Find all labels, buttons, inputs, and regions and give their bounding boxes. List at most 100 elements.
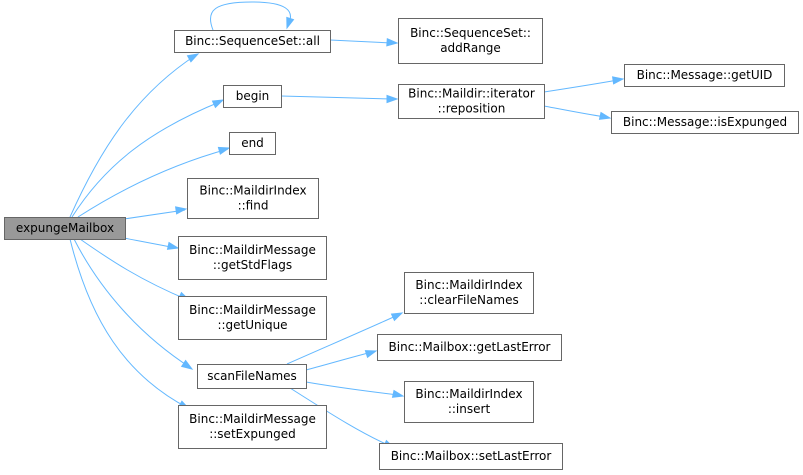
node-label: ::clearFileNames [419,293,518,307]
node-iter-reposition[interactable]: Binc::Maildir::iterator::reposition [398,84,545,119]
node-label: scanFileNames [207,369,297,383]
node-mb-getLastError[interactable]: Binc::Mailbox::getLastError [377,334,562,361]
node-label: ::setExpunged [209,427,296,441]
edge-line [280,95,393,100]
arrowhead-icon [180,359,194,370]
node-msg-isExpunged[interactable]: Binc::Message::isExpunged [611,111,799,134]
node-box [398,84,545,119]
node-label: Binc::SequenceSet:: [410,26,531,40]
arrowhead-icon [391,389,405,398]
node-box [611,111,799,134]
edge-scanFileNames-to-mb_getLastError [305,350,378,371]
arrowhead-icon [217,146,231,155]
node-mm-getStdFlags[interactable]: Binc::MaildirMessage::getStdFlags [178,236,327,280]
edge-line [77,148,229,218]
node-box [223,85,282,108]
node-mb-setLastError[interactable]: Binc::Mailbox::setLastError [379,443,563,470]
node-mm-getUnique[interactable]: Binc::MaildirMessage::getUnique [178,296,327,340]
node-label: ::getStdFlags [213,258,292,272]
node-expungeMailbox[interactable]: expungeMailbox [4,217,126,240]
node-label: expungeMailbox [16,221,114,235]
arrowhead-icon [386,94,399,104]
edge-expungeMailbox-to-end [77,146,231,218]
node-label: ::reposition [438,102,506,116]
node-label: Binc::SequenceSet::all [185,34,320,48]
edge-iter_reposition-to-msg_getUID [543,76,625,93]
node-idx-insert[interactable]: Binc::MaildirIndex::insert [404,381,534,423]
edge-expungeMailbox-to-seq_all [69,53,200,218]
edge-line [69,238,189,409]
node-box [4,217,126,240]
edge-expungeMailbox-to-idx_find [123,206,188,220]
edge-scanFileNames-to-idx_insert [305,381,405,398]
edges-layer [69,1,625,449]
node-label: Binc::Message::isExpunged [623,115,787,129]
edge-line [73,238,192,369]
node-label: Binc::Maildir::iterator [408,87,535,101]
node-box [174,30,331,53]
node-box [398,18,543,64]
edge-expungeMailbox-to-scanFileNames [73,238,194,370]
node-mm-setExpunged[interactable]: Binc::MaildirMessage::setExpunged [178,405,327,449]
arrowhead-icon [286,16,295,30]
edge-seq_all-to-seq_addRange [329,38,399,47]
node-label: Binc::Mailbox::setLastError [391,449,552,463]
edge-line [329,39,393,44]
arrowhead-icon [364,350,378,359]
node-label: Binc::Message::getUID [637,68,773,82]
node-box [197,364,307,389]
node-label: Binc::MaildirIndex [199,184,306,198]
edge-line [209,1,291,31]
edge-line [71,100,223,218]
node-box [624,64,785,87]
node-box [229,132,276,155]
edge-line [305,351,373,371]
edge-line [289,387,391,447]
node-label: addRange [440,41,501,55]
node-label: Binc::MaildirMessage [189,303,316,317]
node-begin[interactable]: begin [223,85,282,108]
arrowhead-icon [598,111,612,120]
edge-line [79,238,189,301]
edge-line [543,79,619,93]
node-seq-all[interactable]: Binc::SequenceSet::all [174,30,331,53]
edge-line [69,54,197,218]
edge-iter_reposition-to-msg_isExpunged [543,105,612,120]
edge-line [286,314,399,365]
arrowhead-icon [612,76,625,85]
node-end[interactable]: end [229,132,276,155]
edge-begin-to-iter_reposition [280,94,399,104]
node-idx-clearFileNames[interactable]: Binc::MaildirIndex::clearFileNames [404,272,534,314]
node-label: ::insert [448,402,491,416]
node-label: Binc::MaildirMessage [189,243,316,257]
node-seq-addRange[interactable]: Binc::SequenceSet::addRange [398,18,543,64]
node-box [377,334,562,361]
arrowhead-icon [386,38,399,47]
nodes-layer: expungeMailboxBinc::SequenceSet::allBinc… [4,18,799,470]
node-box [404,381,534,423]
arrowhead-icon [166,241,180,250]
arrowhead-icon [186,53,200,63]
node-label: ::find [238,199,269,213]
edge-expungeMailbox-to-begin [71,99,225,218]
node-label: begin [236,89,270,103]
node-label: ::getUnique [217,318,287,332]
node-label: Binc::Mailbox::getLastError [389,340,551,354]
node-msg-getUID[interactable]: Binc::Message::getUID [624,64,785,87]
node-box [379,443,563,470]
node-box [178,296,327,340]
arrowhead-icon [175,206,188,215]
edge-scanFileNames-to-idx_clearFileNames [286,312,404,365]
edge-line [305,381,399,396]
node-box [178,405,327,449]
edge-seq_all-to-seq_all [209,1,295,31]
node-idx-find[interactable]: Binc::MaildirIndex::find [187,178,319,219]
node-label: Binc::MaildirIndex [415,278,522,292]
edge-expungeMailbox-to-mm_getStdFlags [123,237,180,250]
arrowhead-icon [390,312,404,322]
node-label: end [241,136,264,150]
node-scanFileNames[interactable]: scanFileNames [197,364,307,389]
node-box [187,178,319,219]
node-label: Binc::MaildirMessage [189,412,316,426]
